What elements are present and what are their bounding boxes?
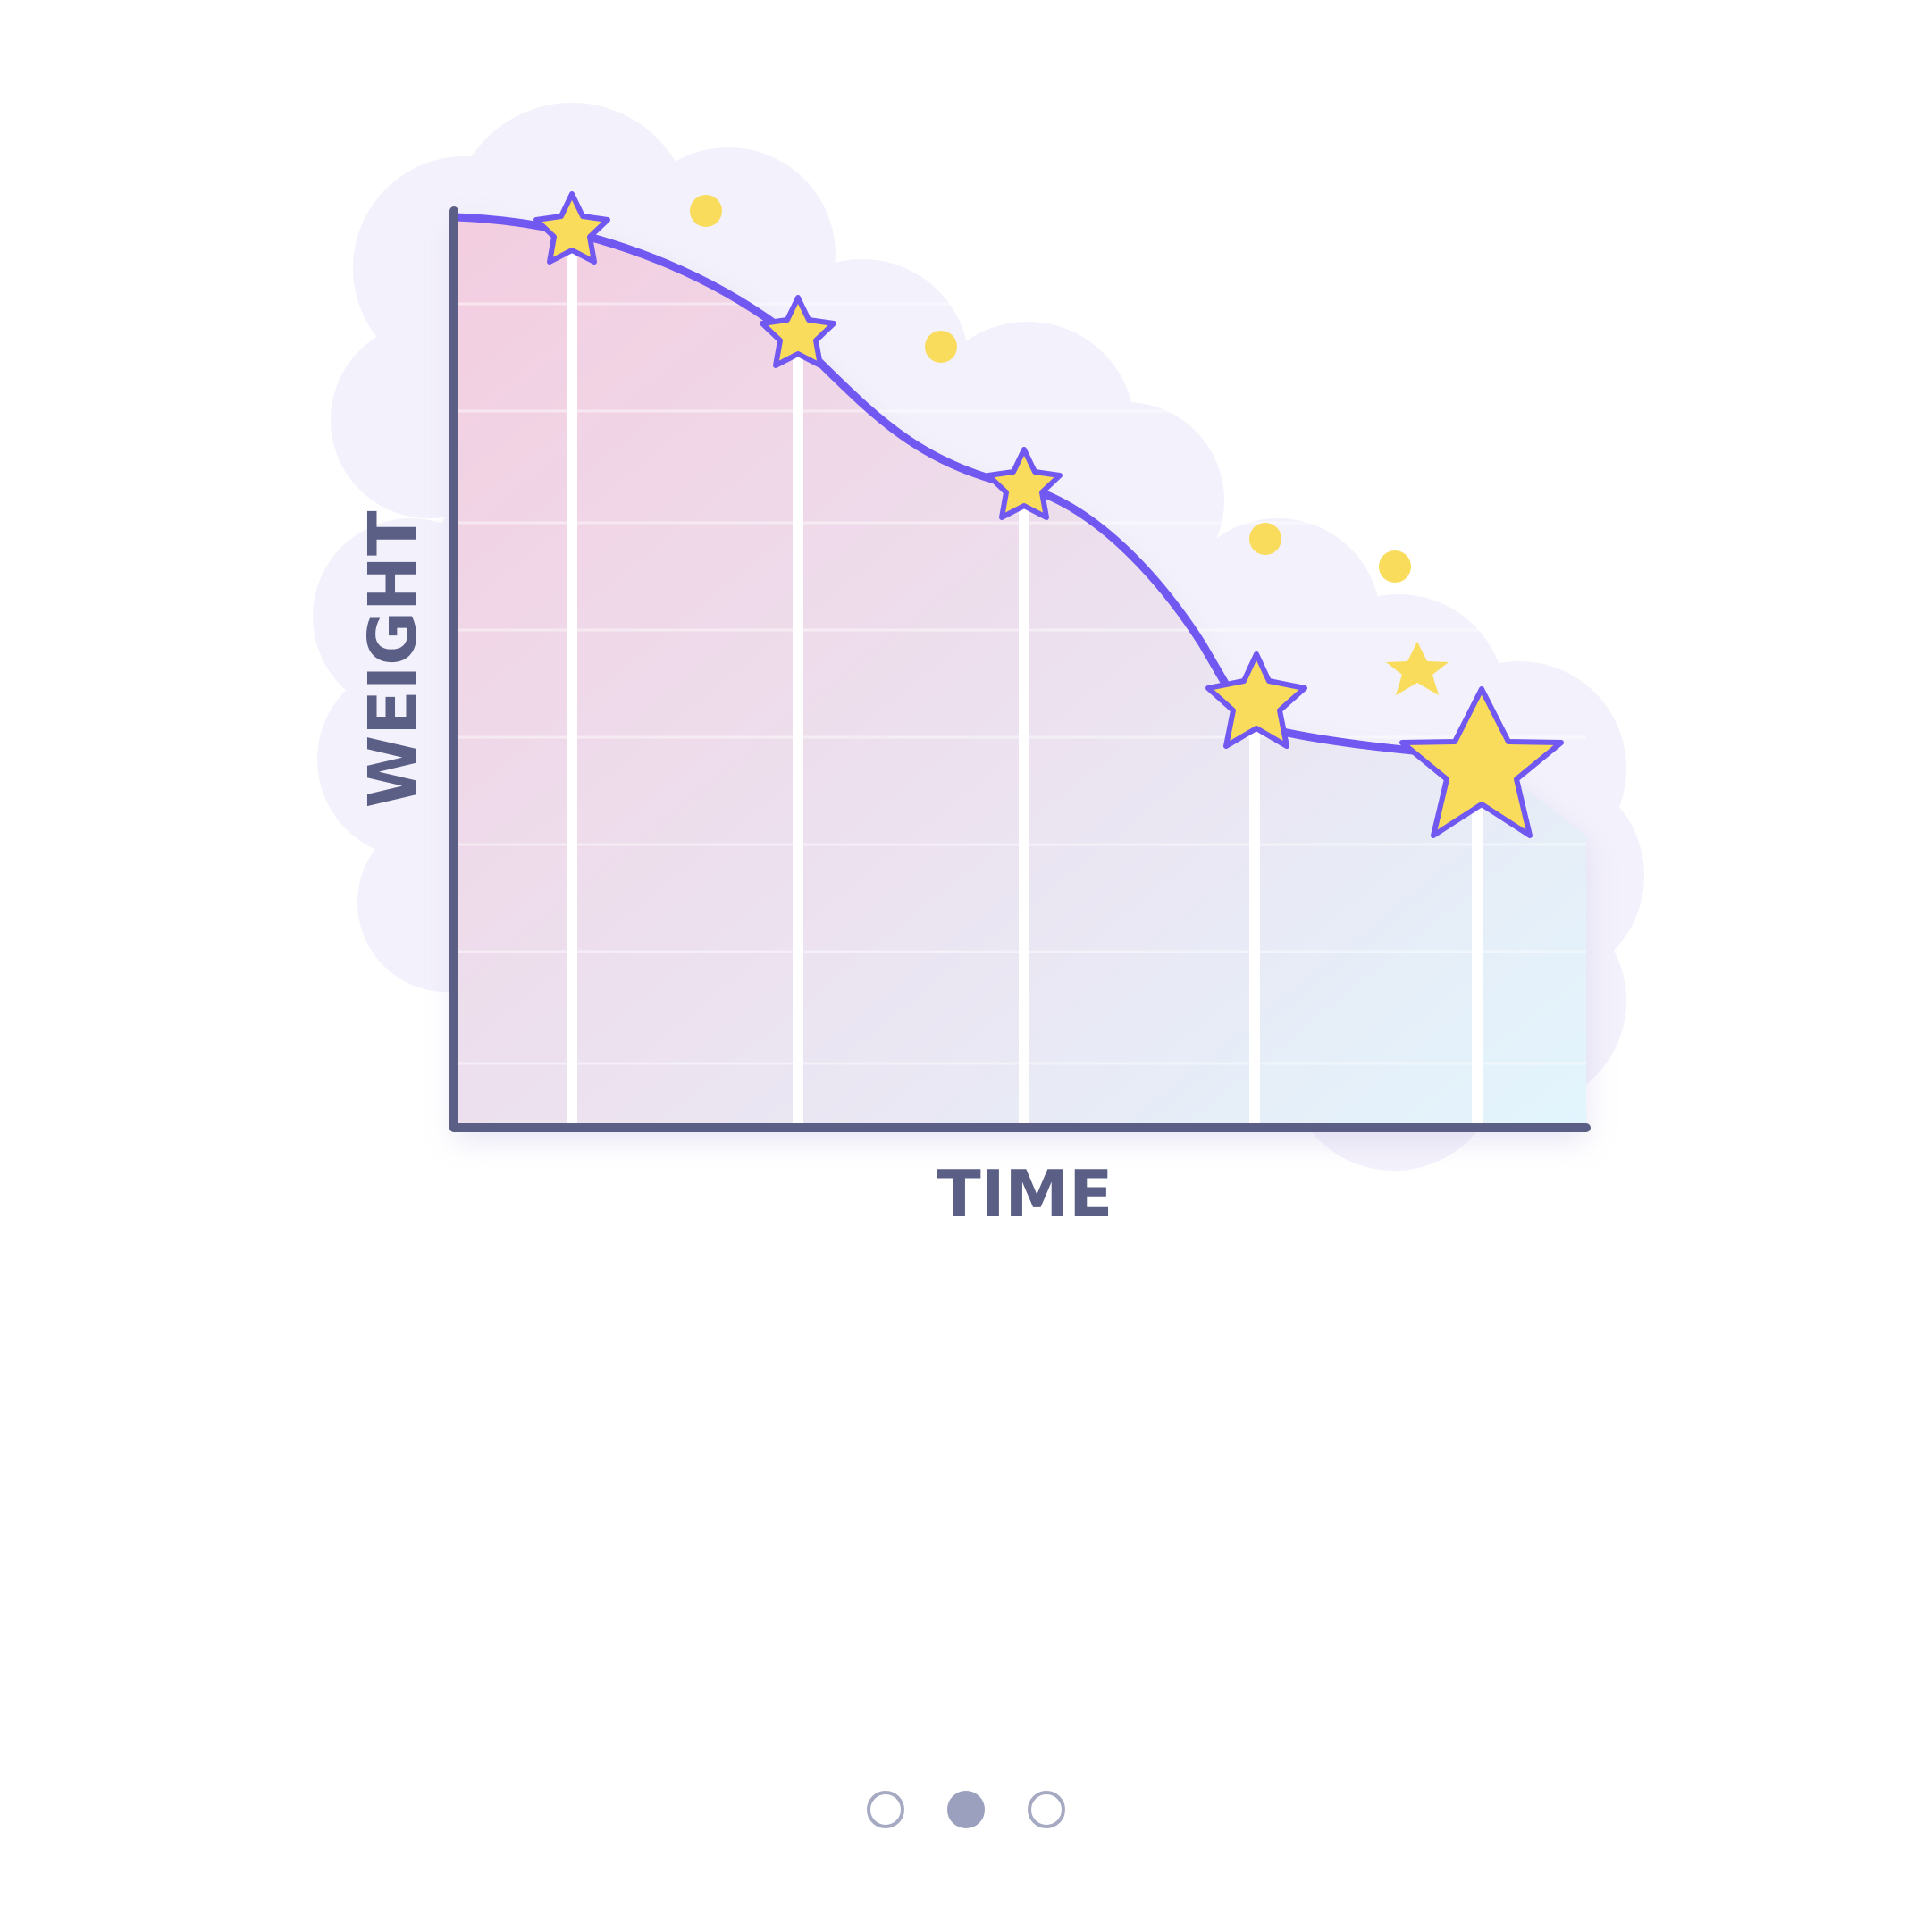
star-icon	[533, 191, 610, 265]
star-icon	[760, 295, 836, 368]
sparkle-dots	[690, 195, 1411, 583]
milestone-stars	[533, 191, 1564, 838]
goal-star-icon	[1399, 686, 1564, 838]
onboarding-pager	[0, 1783, 1932, 1836]
pager-dot-1[interactable]	[867, 1791, 904, 1828]
star-icon	[986, 447, 1063, 520]
axes	[449, 206, 1591, 1132]
small-star-icon	[1386, 642, 1449, 695]
x-axis-label: TIME	[937, 1156, 1113, 1231]
y-axis-label: WEIGHT	[355, 510, 432, 808]
vertical-bars	[567, 241, 1483, 1128]
star-icon	[1205, 651, 1307, 749]
pager-dot-3[interactable]	[1028, 1791, 1065, 1828]
pager-dot-2[interactable]	[947, 1791, 985, 1828]
